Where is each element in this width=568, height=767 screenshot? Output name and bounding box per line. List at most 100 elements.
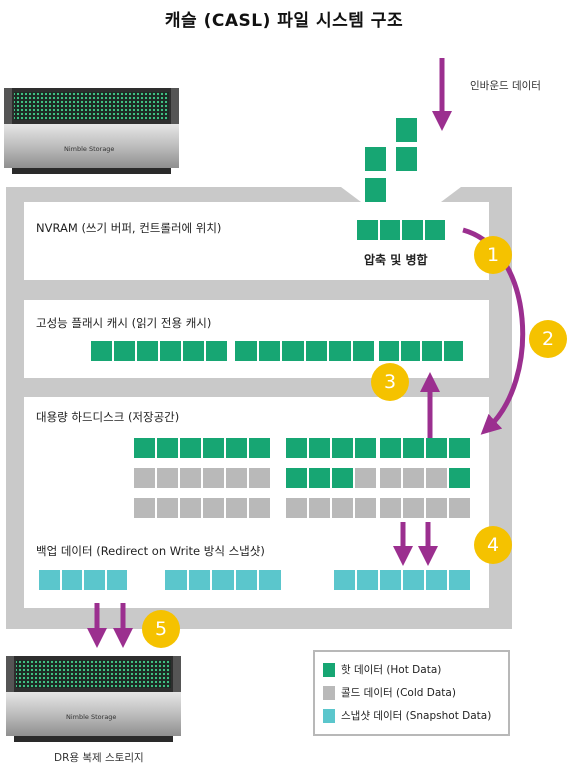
hdd-mixed-c-block [426, 468, 447, 488]
flash-bar-a-block [160, 341, 181, 361]
hdd-hot-b-block [286, 438, 307, 458]
hdd-hot-c [380, 438, 472, 458]
legend-label-hot: 핫 데이터 (Hot Data) [341, 664, 442, 676]
hdd-cold-b [286, 498, 378, 518]
dr-storage-caption: DR용 복제 스토리지 [54, 752, 144, 764]
diagram-title: 캐슬 (CASL) 파일 시스템 구조 [164, 11, 404, 31]
panel-nvram: NVRAM (쓰기 버퍼, 컨트롤러에 위치) 압축 및 병합 [24, 202, 489, 280]
hdd-cold-c [380, 498, 472, 518]
hdd-cold-c-block [449, 498, 470, 518]
hdd-cold-a [134, 498, 272, 518]
hdd-hot-c-block [449, 438, 470, 458]
hdd-mixed-a-block [180, 468, 201, 488]
hdd-hot-a-block [134, 438, 155, 458]
backup-bar-c-block [449, 570, 470, 590]
inbound-data-label: 인바운드 데이터 [470, 80, 541, 92]
backup-bar-a-block [39, 570, 60, 590]
inbound-block [365, 147, 386, 171]
panel-flash-cache: 고성능 플래시 캐시 (읽기 전용 캐시) [24, 300, 489, 378]
legend-swatch-snapshot [323, 708, 335, 723]
hdd-mixed-b-block [286, 468, 307, 488]
legend-swatch-hot [323, 662, 335, 677]
backup-bar-b-block [235, 570, 257, 590]
step-badge-4: 4 [474, 526, 512, 564]
step-badge-5: 5 [142, 610, 180, 648]
hdd-mixed-b-block [309, 468, 330, 488]
hdd-hot-c-block [426, 438, 447, 458]
backup-bar-a-block [106, 570, 127, 590]
nvram-bar-block [424, 220, 445, 240]
hdd-hot-b-block [332, 438, 353, 458]
legend-item-cold: 콜드 데이터 (Cold Data) [323, 685, 456, 701]
panel-flash-cache-label: 고성능 플래시 캐시 (읽기 전용 캐시) [36, 316, 212, 330]
legend-swatch-cold [323, 685, 335, 700]
hdd-cold-b-block [332, 498, 353, 518]
flash-bar-a-block [91, 341, 112, 361]
hdd-mixed-b-block [355, 468, 376, 488]
hdd-mixed-c-block [403, 468, 424, 488]
legend-label-cold: 콜드 데이터 (Cold Data) [341, 687, 456, 699]
storage-array-top-brand: Nimble Storage [64, 145, 115, 153]
nvram-bar [357, 220, 447, 240]
backup-bar-a-block [84, 570, 105, 590]
hdd-cold-a-block [226, 498, 247, 518]
legend-item-snapshot: 스냅샷 데이터 (Snapshot Data) [323, 708, 491, 724]
flash-bar-b-block [282, 341, 304, 361]
panel-hard-disk-label: 대용량 하드디스크 (저장공간) [36, 410, 180, 424]
flash-bar-b [235, 341, 376, 361]
hdd-cold-a-block [157, 498, 178, 518]
flash-bar-a [91, 341, 229, 361]
hdd-cold-b-block [286, 498, 307, 518]
backup-bar-b [165, 570, 283, 590]
flash-bar-b-block [352, 341, 374, 361]
hdd-mixed-a-block [249, 468, 270, 488]
hdd-cold-a-block [203, 498, 224, 518]
hdd-hot-a-block [157, 438, 178, 458]
backup-bar-b-block [165, 570, 187, 590]
hdd-mixed-c [380, 468, 472, 488]
hdd-hot-b-block [355, 438, 376, 458]
hdd-mixed-a [134, 468, 272, 488]
hdd-cold-b-block [355, 498, 376, 518]
hdd-mixed-b-block [332, 468, 353, 488]
backup-bar-c-block [403, 570, 424, 590]
hdd-hot-b-block [309, 438, 330, 458]
hdd-hot-a [134, 438, 272, 458]
hdd-hot-b [286, 438, 378, 458]
inbound-block [396, 147, 417, 171]
legend-label-snapshot: 스냅샷 데이터 (Snapshot Data) [341, 710, 492, 722]
hdd-mixed-a-block [203, 468, 224, 488]
backup-bar-c [334, 570, 472, 590]
flash-bar-c-block [443, 341, 463, 361]
hdd-mixed-a-block [157, 468, 178, 488]
inbound-block [396, 118, 417, 142]
hdd-mixed-a-block [226, 468, 247, 488]
storage-array-dr: Nimble Storage [6, 656, 181, 742]
flash-bar-a-block [114, 341, 135, 361]
flash-bar-b-block [235, 341, 257, 361]
hdd-mixed-b [286, 468, 378, 488]
backup-bar-c-block [380, 570, 401, 590]
storage-array-top-graphic [4, 88, 179, 174]
hdd-hot-a-block [249, 438, 270, 458]
hdd-cold-a-block [249, 498, 270, 518]
panel-nvram-label: NVRAM (쓰기 버퍼, 컨트롤러에 위치) [36, 221, 222, 235]
flash-bar-a-block [206, 341, 227, 361]
panel-backup-label: 백업 데이터 (Redirect on Write 방식 스냅샷) [36, 544, 265, 558]
hdd-mixed-c-block [449, 468, 470, 488]
flash-bar-c-block [400, 341, 420, 361]
hdd-hot-a-block [226, 438, 247, 458]
nvram-bar-block [357, 220, 378, 240]
hdd-cold-b-block [309, 498, 330, 518]
flash-bar-c-block [422, 341, 442, 361]
hdd-cold-c-block [403, 498, 424, 518]
flash-bar-b-block [258, 341, 280, 361]
storage-array-dr-brand: Nimble Storage [66, 713, 117, 721]
hdd-cold-c-block [380, 498, 401, 518]
hdd-mixed-a-block [134, 468, 155, 488]
backup-bar-b-block [188, 570, 210, 590]
hdd-cold-a-block [134, 498, 155, 518]
hdd-mixed-c-block [380, 468, 401, 488]
flash-bar-b-block [305, 341, 327, 361]
step-badge-2: 2 [529, 320, 567, 358]
